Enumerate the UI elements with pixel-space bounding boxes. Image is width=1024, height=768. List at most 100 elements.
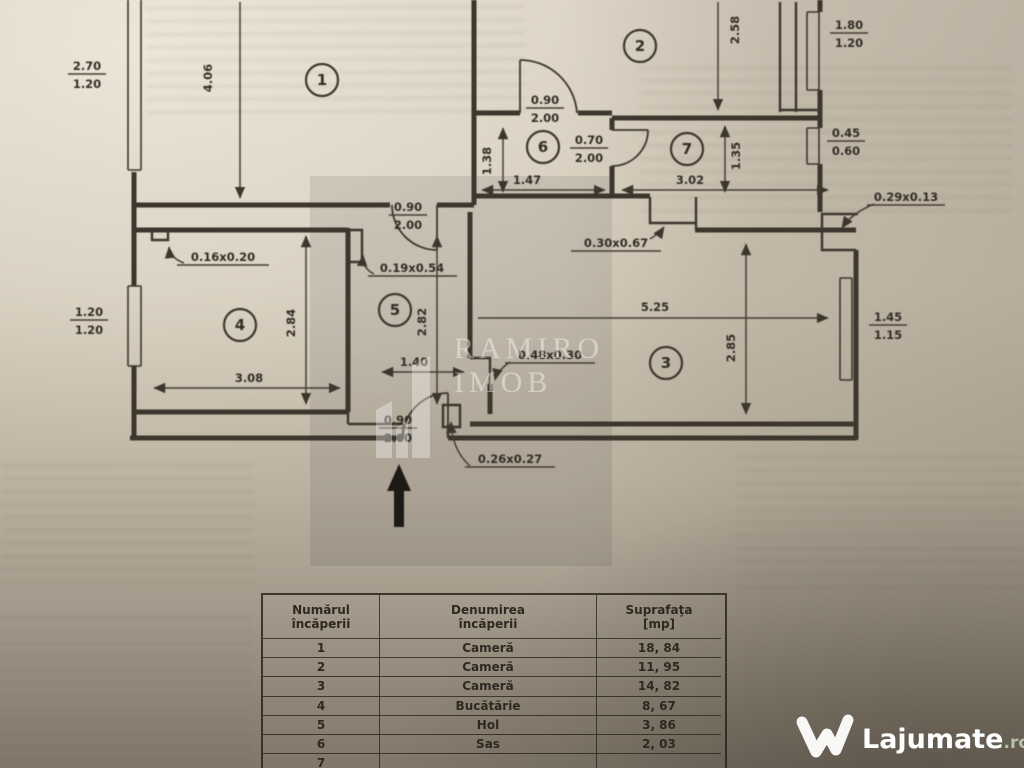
fraction-bottom: 1.20 xyxy=(835,36,863,50)
header-line: încăperii xyxy=(291,616,351,631)
fraction-top: 2.70 xyxy=(73,59,101,73)
header-line: [mp] xyxy=(642,616,676,631)
windows xyxy=(127,0,853,381)
room-7-number: 7 xyxy=(682,140,692,158)
table-row-nr: 6 xyxy=(263,734,380,755)
site-watermark: Lajumate.ro xyxy=(792,710,1024,764)
window-right-top-label: 1.80 1.20 xyxy=(830,18,868,50)
callout-030x067: 0.30x0.67 xyxy=(584,236,648,250)
bleed-through-text xyxy=(2,464,254,588)
dim-room7-width: 3.02 xyxy=(676,173,704,187)
door-room7-label: 0.70 2.00 xyxy=(570,133,608,165)
callout-016x020: 0.16x0.20 xyxy=(191,250,255,264)
dim-sas-height: 1.38 xyxy=(480,147,494,175)
table-header-area: Suprafaţa [mp] xyxy=(597,595,721,639)
header-line: Denumirea xyxy=(451,602,525,617)
room-4-number: 4 xyxy=(235,316,245,334)
room-6-circle xyxy=(525,129,561,165)
table-row-name: Hol xyxy=(380,715,597,735)
site-watermark-name: Lajumate xyxy=(862,724,1004,755)
fraction-bottom: 1.20 xyxy=(75,323,103,337)
room-2-circle xyxy=(622,28,658,64)
dim-room4-width: 3.08 xyxy=(235,371,263,385)
room-area-table: Numărul încăperii Denumirea încăperii Su… xyxy=(261,593,727,768)
fraction-top: 0.70 xyxy=(575,133,603,147)
floor-plan: 1 2 3 4 5 6 7 4.06 2.58 1.38 1.47 3.02 1… xyxy=(68,0,945,527)
dim-room1-height: 4.06 xyxy=(201,64,215,92)
table-row-nr: 3 xyxy=(263,677,380,697)
room-1-circle xyxy=(304,62,340,98)
fraction-top: 1.80 xyxy=(835,18,863,32)
fraction-top: 1.45 xyxy=(874,310,902,324)
table-row-name: Cameră xyxy=(380,677,597,697)
table-row-area: 14, 82 xyxy=(597,677,721,697)
fraction-top: 0.90 xyxy=(531,93,559,107)
table-row-name: Cameră xyxy=(380,639,597,659)
table-header-number: Numărul încăperii xyxy=(263,595,380,639)
dim-room3-width: 5.25 xyxy=(641,300,669,314)
site-logo-icon xyxy=(796,714,854,758)
dim-hol-height: 2.82 xyxy=(415,308,429,336)
dim-room7-height: 1.35 xyxy=(729,142,743,170)
callout-leaders xyxy=(169,203,945,468)
entrance-arrow-icon xyxy=(387,464,411,527)
room-3-circle xyxy=(648,345,684,381)
callout-026x027: 0.26x0.27 xyxy=(478,452,542,466)
table-header-name: Denumirea încăperii xyxy=(380,595,597,639)
table-row-name: Cameră xyxy=(380,658,597,678)
callout-048x030: 0.48x0.30 xyxy=(518,348,582,362)
window-room3-label: 1.45 1.15 xyxy=(869,310,907,342)
room-4-circle xyxy=(222,307,258,343)
table-row-area: 2, 03 xyxy=(597,735,721,755)
window-right-small-label: 0.45 0.60 xyxy=(827,126,865,158)
window-left-mid-label: 1.20 1.20 xyxy=(70,305,108,337)
fraction-bottom: 1.20 xyxy=(73,77,101,91)
dim-sas-width: 1.47 xyxy=(513,173,541,187)
table-row-nr: 1 xyxy=(263,639,380,659)
fraction-bottom: 0.60 xyxy=(832,144,860,158)
dimension-labels: 4.06 2.58 1.38 1.47 3.02 1.35 2.84 3.08 … xyxy=(201,16,743,385)
fraction-top: 0.45 xyxy=(832,126,860,140)
table-row-area: 18, 84 xyxy=(597,639,721,659)
table-row-area: 8, 67 xyxy=(597,697,721,716)
window-left-top-label: 2.70 1.20 xyxy=(68,59,106,91)
dimension-lines xyxy=(153,2,829,415)
table-row-nr: 2 xyxy=(263,658,380,678)
bleed-through-text xyxy=(736,456,1022,596)
table-row-name: Sas xyxy=(380,734,597,755)
header-line: Suprafaţa xyxy=(625,602,693,617)
callout-019x054: 0.19x0.54 xyxy=(380,261,444,275)
callout-029x013: 0.29x0.13 xyxy=(874,190,938,204)
door-hol-top-label: 0.90 2.00 xyxy=(389,200,427,232)
table-row-nr: 7 xyxy=(263,754,380,768)
room-5-number: 5 xyxy=(390,301,400,319)
dim-room3-height: 2.85 xyxy=(724,334,738,362)
room-numbers: 1 2 3 4 5 6 7 xyxy=(235,37,692,372)
fraction-bottom: 2.00 xyxy=(384,431,412,445)
table-row-nr: 4 xyxy=(263,696,380,716)
fraction-bottom: 2.00 xyxy=(531,111,559,125)
bleed-through-text xyxy=(0,616,252,766)
table-row-name: Bucătărie xyxy=(380,696,597,716)
fraction-bottom: 1.15 xyxy=(874,328,902,342)
fraction-top: 0.90 xyxy=(384,413,412,427)
dim-room4-height: 2.84 xyxy=(284,309,298,337)
room-2-number: 2 xyxy=(635,37,645,55)
room-5-circle xyxy=(377,292,413,328)
fraction-labels: 2.70 1.20 1.20 1.20 1.80 1.20 0.45 0.60 … xyxy=(68,18,907,445)
door-sas-label: 0.90 2.00 xyxy=(526,93,564,125)
table-row-area: 11, 95 xyxy=(597,658,721,678)
room-3-number: 3 xyxy=(661,354,671,372)
room-markers xyxy=(222,28,705,381)
table-row-nr: 5 xyxy=(263,715,380,735)
fraction-bottom: 2.00 xyxy=(575,151,603,165)
table-row-area: 3, 86 xyxy=(597,716,721,735)
room-1-number: 1 xyxy=(317,71,327,89)
dim-room2-height: 2.58 xyxy=(728,16,742,44)
header-line: încăperii xyxy=(458,616,518,631)
fraction-bottom: 2.00 xyxy=(394,218,422,232)
fraction-top: 1.20 xyxy=(75,305,103,319)
callout-labels: 0.16x0.20 0.19x0.54 0.30x0.67 0.48x0.30 … xyxy=(191,190,938,466)
room-7-circle xyxy=(669,131,705,167)
